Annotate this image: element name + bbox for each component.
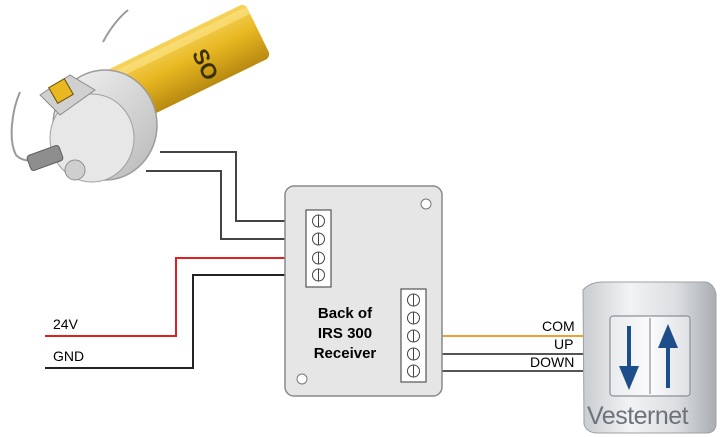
terminal-block-left [305,209,332,288]
mount-hole-bottom [296,373,308,385]
wire-24v [45,257,306,337]
wires [45,151,583,372]
motor-switch-yellow [48,78,74,104]
label-down: DOWN [530,354,574,370]
wall-switch: Vesternet [582,281,717,434]
receiver-title-line2: IRS 300 [318,325,372,342]
switch-brand-logo: Vesternet [587,402,689,430]
motor-shaft [26,145,64,171]
motor-head [26,69,158,183]
wire-gnd [45,274,306,369]
terminal-block-right [400,288,427,383]
down-arrow-icon [619,326,639,390]
receiver-board: Back of IRS 300 Receiver [284,185,443,397]
mount-hole-top [420,198,432,210]
wire-motor-1 [160,151,306,222]
label-24v: 24V [53,316,79,332]
tubular-motor: SO [10,5,270,183]
label-up: UP [554,336,573,352]
receiver-title-line3: Receiver [314,345,377,362]
receiver-title-line1: Back of [318,305,373,322]
up-arrow-icon [658,324,678,388]
label-gnd: GND [53,348,84,364]
wire-motor-2 [146,170,306,240]
label-com: COM [542,318,575,334]
